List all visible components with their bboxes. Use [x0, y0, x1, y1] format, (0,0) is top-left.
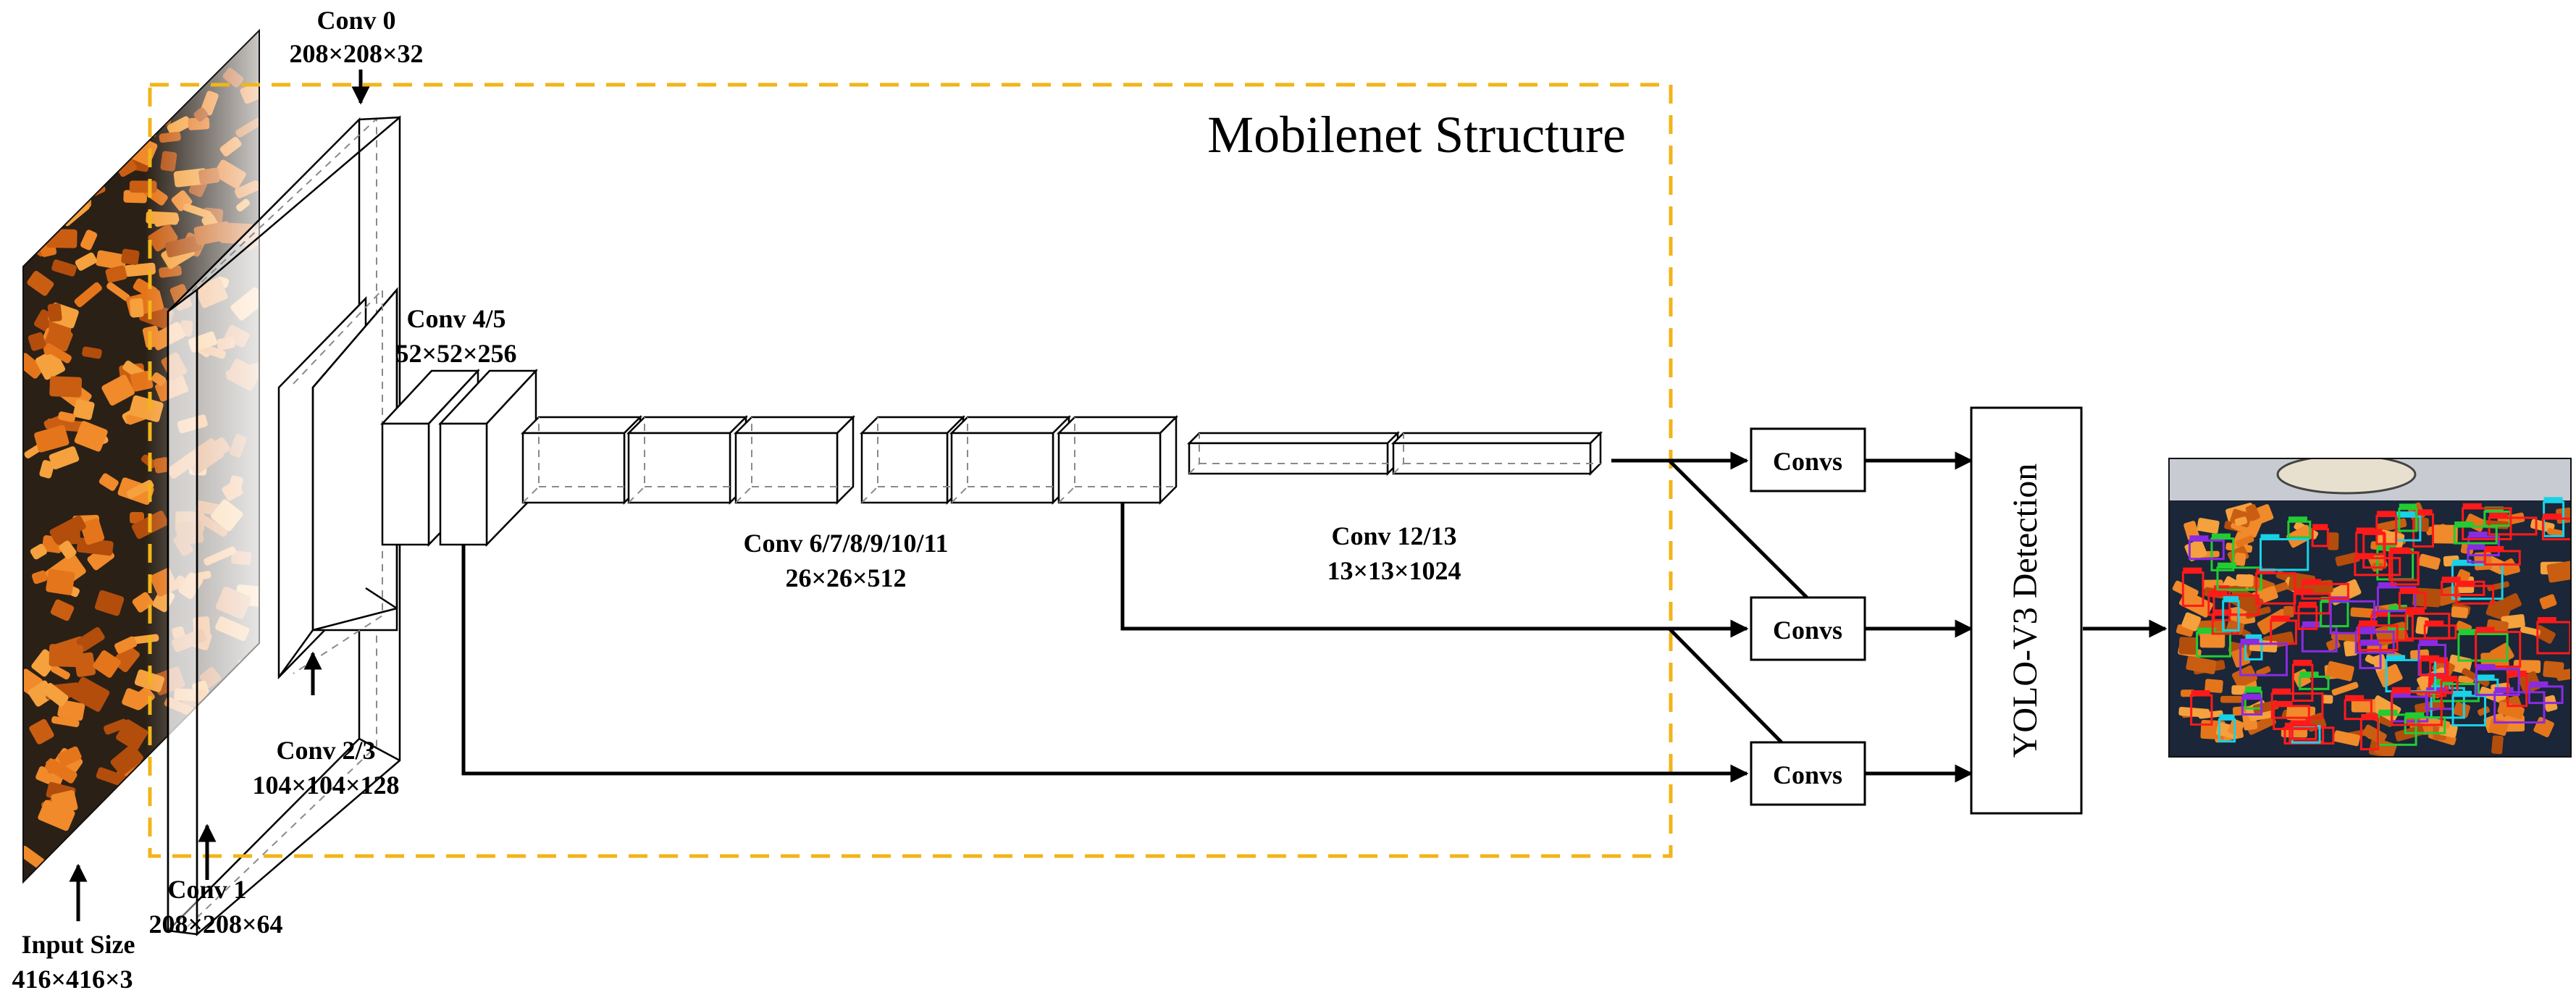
- conv45-cubes: [380, 368, 538, 548]
- conv23-size: 104×104×128: [252, 771, 399, 800]
- conv1213-block-2: [1390, 430, 1603, 477]
- conv1213-name: Conv 12/13: [1331, 521, 1456, 550]
- convs-head-2-label: Convs: [1773, 616, 1842, 645]
- conv23-name: Conv 2/3: [276, 736, 375, 765]
- conv611-block-1: [520, 414, 643, 506]
- conv611-block-3: [733, 414, 856, 506]
- yolo-detector-label: YOLO-V3 Detection: [2006, 464, 2044, 758]
- conv45-size: 52×52×256: [395, 339, 516, 368]
- flow-lines: [461, 451, 2168, 783]
- conv0-size: 208×208×32: [289, 39, 423, 68]
- conv1-name: Conv 1: [167, 875, 246, 904]
- conv0-conv1-slabs: [167, 115, 401, 936]
- input-name: Input Size: [21, 930, 135, 959]
- convs-head-3: Convs: [1750, 741, 1866, 806]
- detection-result-photo: [2168, 458, 2572, 758]
- mobilenet-frame: [148, 83, 1673, 858]
- page-title: Mobilenet Structure: [1207, 106, 1626, 164]
- conv611-blocks: [520, 414, 1179, 506]
- label-arrows: [69, 70, 370, 921]
- convs-head-3-label: Convs: [1773, 760, 1842, 789]
- conv0-name: Conv 0: [316, 6, 395, 35]
- convs-head-1-label: Convs: [1773, 447, 1842, 476]
- conv611-size: 26×26×512: [785, 563, 906, 592]
- conv1-size: 208×208×64: [148, 910, 282, 939]
- conv611-block-4: [859, 414, 966, 506]
- input-size: 416×416×3: [12, 965, 133, 994]
- convs-head-2: Convs: [1750, 596, 1866, 661]
- conv45-name: Conv 4/5: [406, 304, 505, 333]
- conv23-slabs: [277, 287, 398, 680]
- conv611-block-6: [1056, 414, 1179, 506]
- conv1213-blocks: [1186, 430, 1603, 477]
- yolo-detector: YOLO-V3 Detection: [1970, 406, 2083, 815]
- conv611-block-5: [949, 414, 1072, 506]
- conv611-block-2: [626, 414, 749, 506]
- conv1213-size: 13×13×1024: [1327, 556, 1461, 585]
- conv1213-block-1: [1186, 430, 1401, 477]
- convs-head-1: Convs: [1750, 427, 1866, 492]
- conv611-name: Conv 6/7/8/9/10/11: [743, 529, 948, 558]
